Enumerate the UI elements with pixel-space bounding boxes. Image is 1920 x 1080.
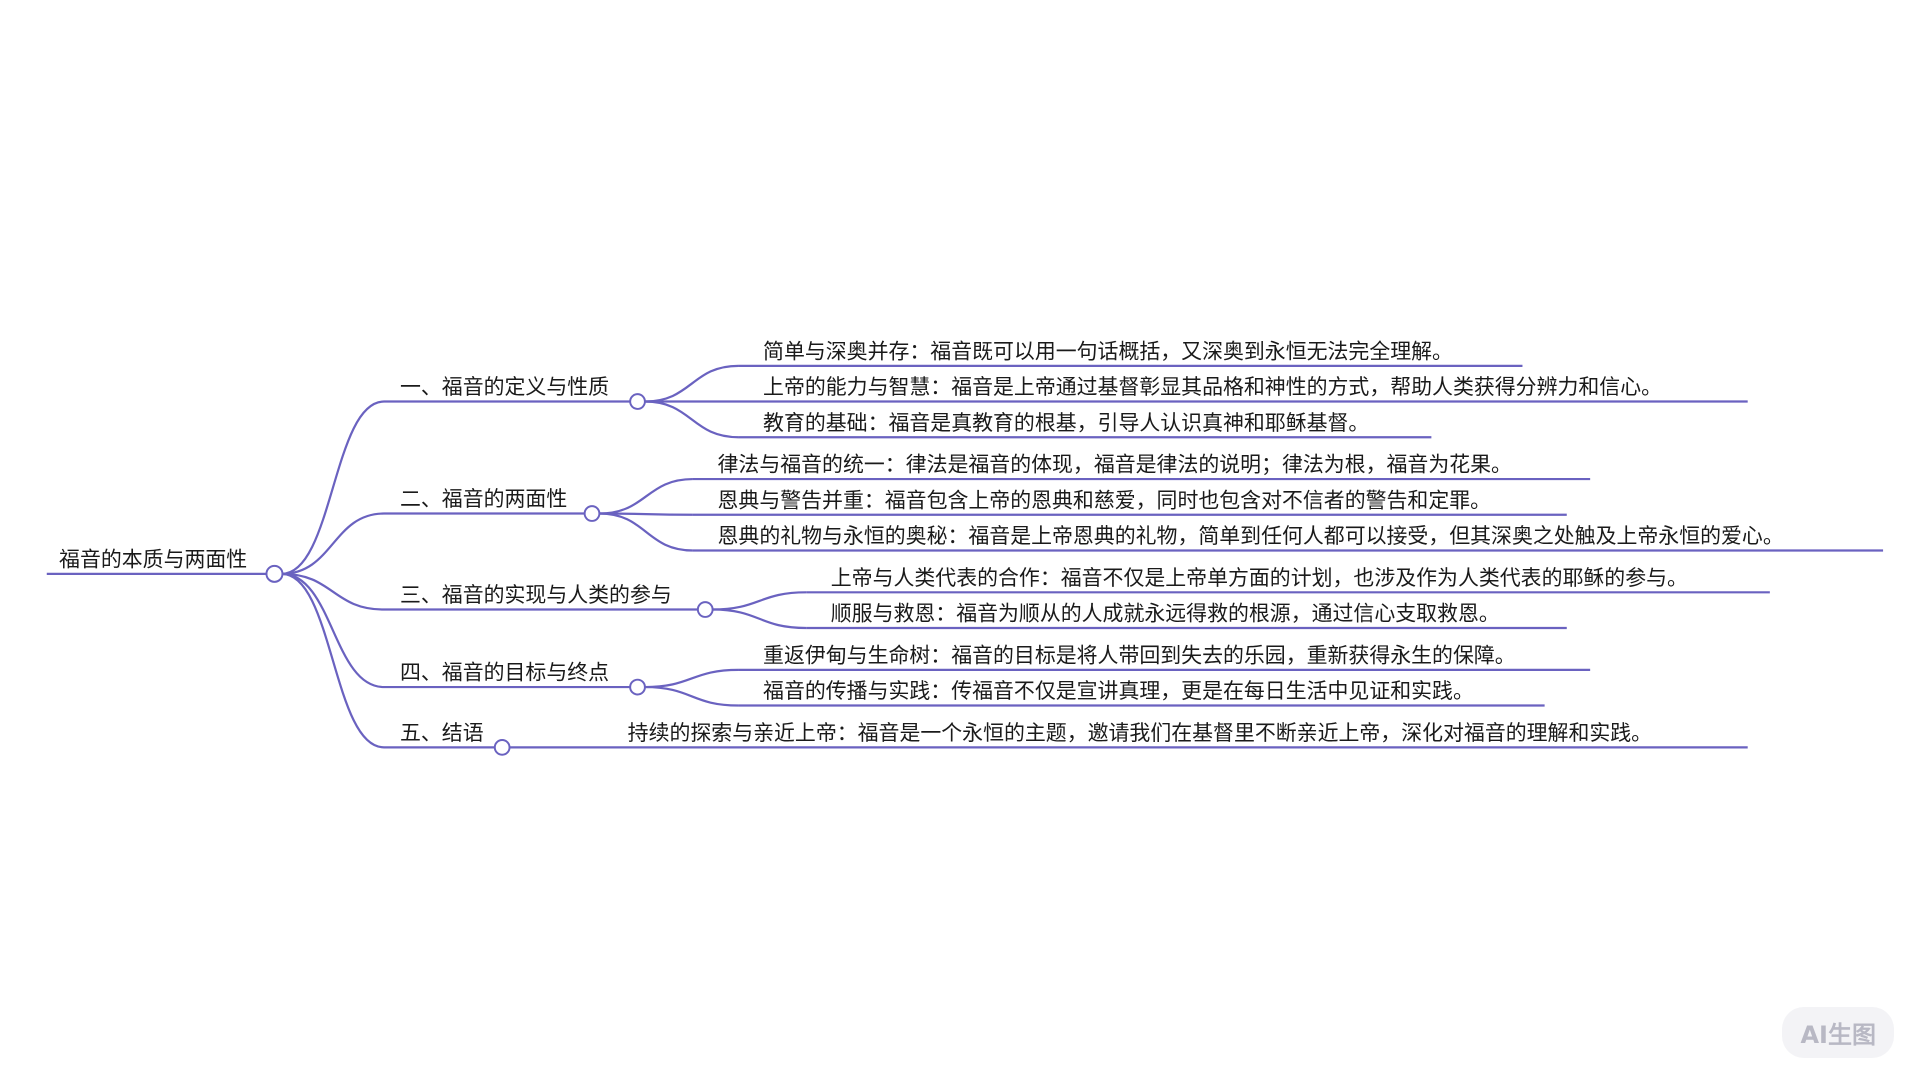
branch-5-label[interactable]: 五、结语 bbox=[400, 721, 484, 745]
leaf-node-label[interactable]: 教育的基础：福音是真教育的根基，引导人认识真神和耶稣基督。 bbox=[763, 411, 1369, 435]
leaf-connector bbox=[644, 685, 739, 707]
branch-5-collapse-toggle[interactable] bbox=[493, 739, 511, 756]
leaf-node-label[interactable]: 持续的探索与亲近上帝：福音是一个永恒的主题，邀请我们在基督里不断亲近上帝，深化对… bbox=[628, 721, 1652, 745]
leaf-connector bbox=[599, 477, 693, 515]
leaf-connector bbox=[712, 591, 807, 611]
root-branch-connector bbox=[281, 512, 385, 575]
leaf-connector bbox=[712, 608, 807, 630]
leaf-node-label[interactable]: 上帝的能力与智慧：福音是上帝通过基督彰显其品格和神性的方式，帮助人类获得分辨力和… bbox=[763, 375, 1662, 399]
ai-generate-badge[interactable]: AI生图 bbox=[1782, 1007, 1894, 1058]
leaf-node-label[interactable]: 重返伊甸与生命树：福音的目标是将人带回到失去的乐园，重新获得永生的保障。 bbox=[763, 643, 1516, 667]
root-branch-connector bbox=[281, 400, 385, 575]
leaf-connector bbox=[644, 668, 739, 689]
leaf-node-label[interactable]: 简单与深奥并存：福音既可以用一句话概括，又深奥到永恒无法完全理解。 bbox=[763, 339, 1453, 363]
branch-2-label[interactable]: 二、福音的两面性 bbox=[400, 487, 567, 511]
branch-4-label[interactable]: 四、福音的目标与终点 bbox=[400, 661, 609, 685]
root-branch-connector bbox=[281, 572, 385, 749]
leaf-node-label[interactable]: 律法与福音的统一：律法是福音的体现，福音是律法的说明；律法为根，福音为花果。 bbox=[718, 453, 1512, 477]
root-collapse-toggle[interactable] bbox=[265, 564, 284, 583]
branch-1-collapse-toggle[interactable] bbox=[629, 393, 646, 410]
leaf-connector bbox=[644, 400, 739, 439]
branch-2-collapse-toggle[interactable] bbox=[583, 505, 601, 522]
leaf-node-label[interactable]: 顺服与救恩：福音为顺从的人成就永远得救的根源，通过信心支取救恩。 bbox=[831, 602, 1500, 626]
leaf-node-label[interactable]: 上帝与人类代表的合作：福音不仅是上帝单方面的计划，也涉及作为人类代表的耶稣的参与… bbox=[831, 566, 1688, 590]
leaf-connector bbox=[644, 364, 739, 403]
branch-3-label[interactable]: 三、福音的实现与人类的参与 bbox=[400, 583, 672, 607]
root-node-label[interactable]: 福音的本质与两面性 bbox=[59, 547, 247, 571]
root-branch-connector bbox=[281, 572, 385, 689]
branch-1-label[interactable]: 一、福音的定义与性质 bbox=[400, 375, 609, 399]
leaf-connector bbox=[599, 512, 693, 552]
branch-3-collapse-toggle[interactable] bbox=[696, 601, 714, 618]
branch-4-collapse-toggle[interactable] bbox=[629, 678, 646, 696]
leaf-node-label[interactable]: 福音的传播与实践：传福音不仅是宣讲真理，更是在每日生活中见证和实践。 bbox=[763, 679, 1474, 703]
leaf-node-label[interactable]: 恩典与警告并重：福音包含上帝的恩典和慈爱，同时也包含对不信者的警告和定罪。 bbox=[718, 488, 1492, 512]
root-branch-connector bbox=[281, 572, 385, 611]
leaf-node-label[interactable]: 恩典的礼物与永恒的奥秘：福音是上帝恩典的礼物，简单到任何人都可以接受，但其深奥之… bbox=[718, 524, 1784, 548]
